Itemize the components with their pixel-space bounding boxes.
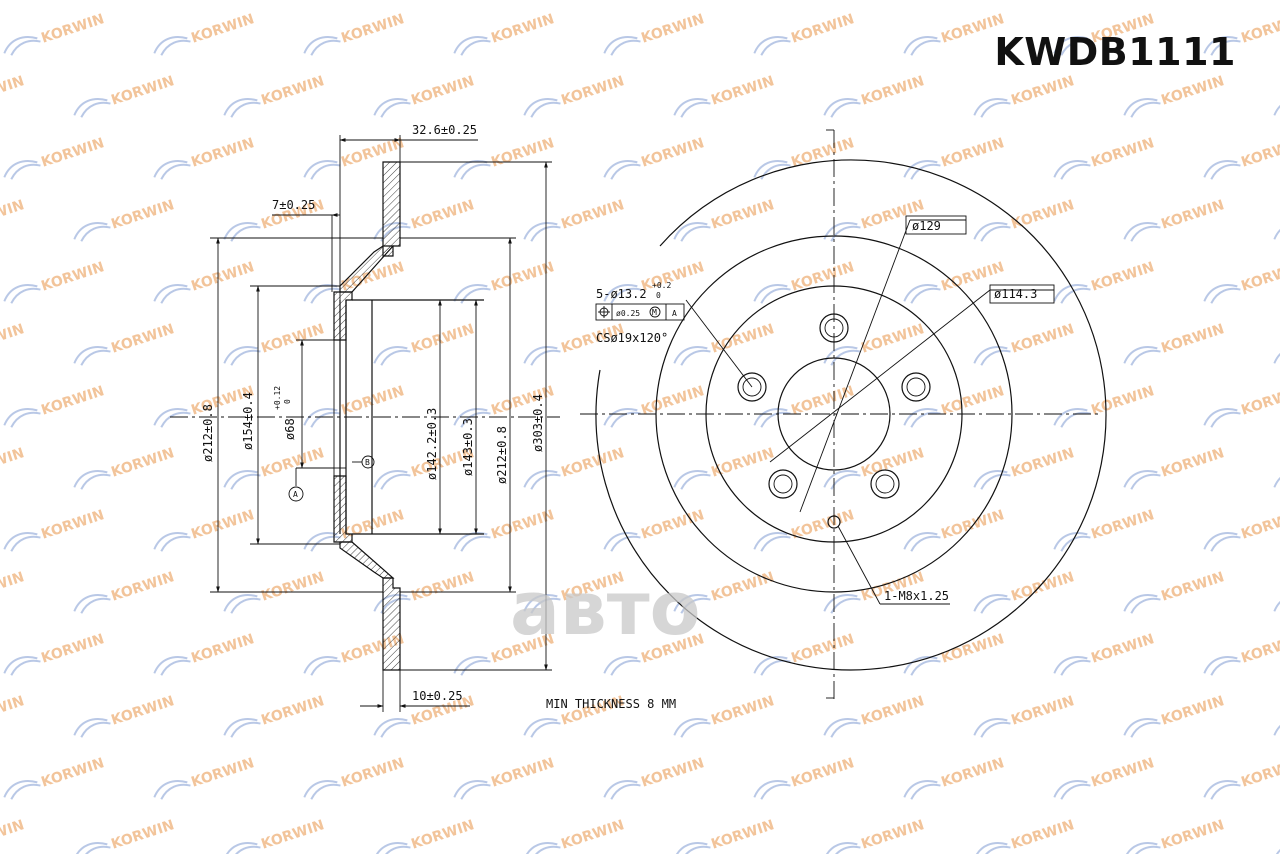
bolt-hole-2 (901, 372, 931, 402)
position-tol-ref: A (672, 309, 677, 318)
front-view: ø129 ø114.3 5-ø13.2 +0.2 0 ø0.25 M A CSø… (580, 129, 1107, 700)
position-tolerance-frame: ø0.25 M A (595, 303, 685, 321)
outer-edge (595, 159, 1107, 671)
position-tol-mod: M (652, 308, 657, 317)
hat-wall-top (339, 245, 395, 293)
bolt-holes-tol-hi: +0.2 (652, 281, 671, 290)
disc-section-top (382, 161, 401, 257)
hub-flange-top (333, 291, 353, 341)
countersink-label: CSø19x120° (596, 331, 668, 345)
hub-flange-bottom (333, 475, 353, 543)
logo-watermark: авто (510, 566, 701, 652)
bolt-hole-4 (768, 469, 798, 499)
datum-b-label: B (365, 458, 370, 467)
section-view: 32.6±0.25 7±0.25 10±0.25 MIN THICKNESS 8… (170, 123, 676, 712)
hub-depth-dim: 32.6±0.25 (412, 123, 477, 137)
hat-wall-bottom (339, 541, 395, 579)
friction-inner-dim: ø212±0.8 (495, 426, 509, 484)
outer-diameter-dim: ø303±0.4 (531, 394, 545, 452)
bolt-hole-3 (870, 469, 900, 499)
threaded-hole-label: 1-M8x1.25 (884, 589, 949, 603)
inner-step-b-dim: ø143±0.3 (461, 418, 475, 476)
hat-outer-dim: ø154±0.4 (241, 392, 255, 450)
bolt-holes-tol-lo: 0 (656, 291, 661, 300)
disc-thickness-dim: 10±0.25 (412, 689, 463, 703)
pcd-outer-label: ø129 (912, 219, 941, 233)
hat-wall-dim: 7±0.25 (272, 198, 315, 212)
friction-inner-left-dim: ø212±0.8 (201, 404, 215, 462)
disc-section-bottom (382, 577, 401, 671)
center-bore-tol-lo: 0 (283, 399, 292, 404)
bolt-holes-label: 5-ø13.2 (596, 287, 647, 301)
datum-a-label: A (293, 490, 298, 499)
pcd-label: ø114.3 (994, 287, 1037, 301)
threaded-hole (827, 515, 841, 529)
position-tol-value: ø0.25 (616, 309, 640, 318)
min-thickness-note: MIN THICKNESS 8 MM (546, 697, 676, 711)
center-bore-dim: ø68 (283, 418, 297, 440)
bolt-hole-1 (819, 313, 849, 343)
center-bore-tol-hi: +0.12 (273, 386, 282, 410)
bolt-hole-5 (737, 372, 767, 402)
part-number: KWDB1111 (994, 30, 1236, 74)
inner-step-a-dim: ø142.2±0.3 (425, 408, 439, 480)
